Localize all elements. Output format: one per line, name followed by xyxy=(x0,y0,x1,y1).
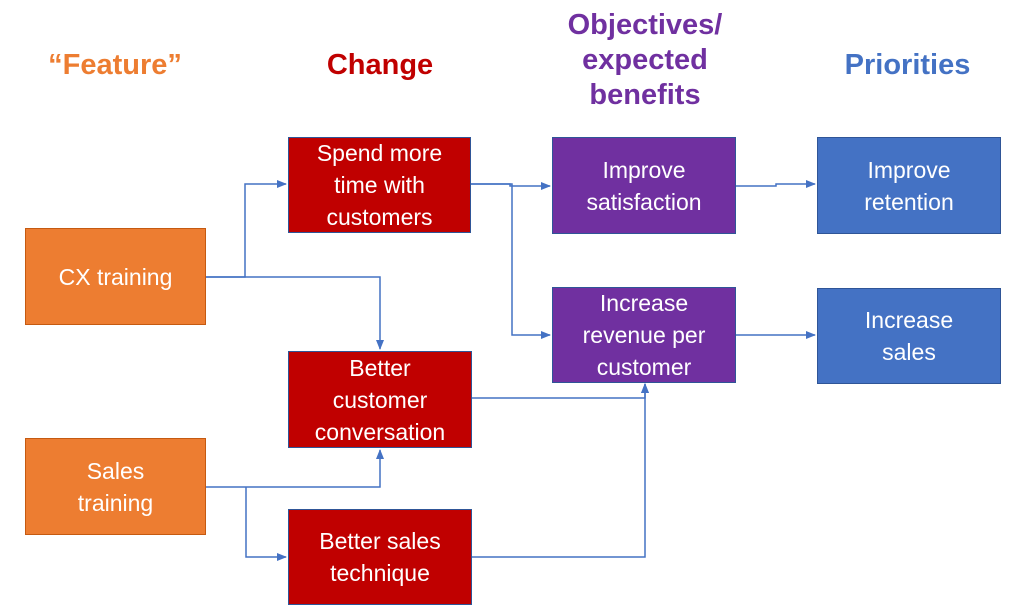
priority-box-increase-sales: Increase sales xyxy=(817,288,1001,384)
change-label-better-conversation: Better customer conversation xyxy=(314,354,446,445)
priority-label-increase-sales: Increase sales xyxy=(864,307,954,365)
priority-box-improve-retention: Improve retention xyxy=(817,137,1001,234)
change-label-spend-more-time: Spend more time with customers xyxy=(316,140,443,230)
change-column-header: Change xyxy=(326,49,434,81)
change-box-better-conversation: Better customer conversation xyxy=(288,351,472,448)
objectives-column-header: Objectives/ expected benefits xyxy=(567,9,723,111)
objective-label-increase-revenue: Increase revenue per customer xyxy=(582,290,706,380)
change-label-better-sales-technique: Better sales technique xyxy=(319,528,441,586)
feature-column-header: “Feature” xyxy=(48,49,182,81)
objective-label-improve-satisfaction: Improve satisfaction xyxy=(586,156,702,215)
feature-box-sales-training: Sales training xyxy=(25,438,206,535)
connector-conversation-to-revenue xyxy=(472,383,649,399)
connector-cx-to-conversation xyxy=(206,276,384,350)
feature-box-cx-training: CX training xyxy=(25,228,206,325)
priorities-column-header: Priorities xyxy=(844,49,971,81)
feature-label-sales-training: Sales training xyxy=(77,457,154,516)
connector-sales-to-conversation xyxy=(206,449,384,488)
objective-box-increase-revenue: Increase revenue per customer xyxy=(552,287,736,383)
objective-box-improve-satisfaction: Improve satisfaction xyxy=(552,137,736,234)
connector-cx-to-spend-time xyxy=(206,180,287,278)
change-box-spend-more-time: Spend more time with customers xyxy=(288,137,471,233)
connector-spend-time-to-revenue xyxy=(470,183,551,339)
priority-label-improve-retention: Improve retention xyxy=(864,156,954,215)
change-box-better-sales-technique: Better sales technique xyxy=(288,509,472,605)
connector-technique-to-revenue xyxy=(472,383,649,558)
connector-satisfaction-to-retention xyxy=(736,180,816,188)
feature-label-cx-training: CX training xyxy=(58,263,173,290)
connector-sales-to-technique xyxy=(245,487,287,561)
